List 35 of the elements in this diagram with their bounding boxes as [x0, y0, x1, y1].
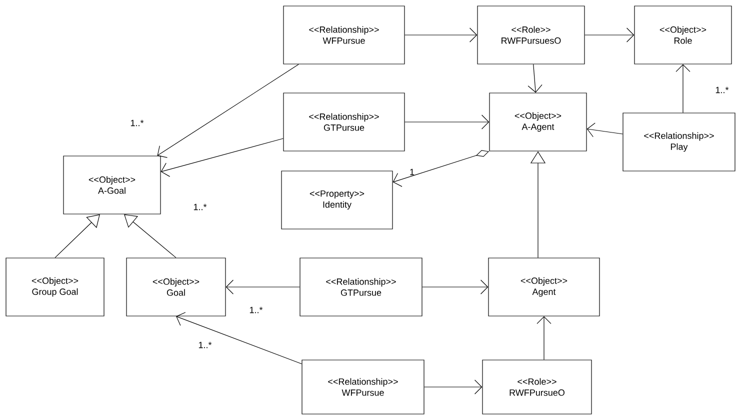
arrow	[404, 28, 478, 42]
multiplicity-label: 1..*	[716, 86, 729, 94]
arrow	[226, 280, 300, 294]
arrow	[586, 122, 623, 138]
class-box: <<Relationship>> GTPursue	[300, 258, 422, 316]
class-box: <<Property>> Identity	[281, 170, 393, 230]
class-box: <<Object>> Goal	[126, 258, 226, 316]
class-box: <<Relationship>> GTPursue	[283, 92, 405, 152]
class-box: <<Relationship>> WFPursue	[302, 360, 424, 414]
arrow	[422, 280, 488, 294]
class-box: <<Object>> Group Goal	[6, 258, 104, 316]
multiplicity-label: 1..*	[250, 306, 263, 314]
multiplicity-label: 1..*	[194, 204, 207, 210]
multiplicity-label: 1	[410, 168, 414, 176]
class-box: <<Object>> A-Agent	[489, 92, 587, 152]
class-box: <<Role>> RWFPursuesO	[477, 6, 585, 64]
class-box: <<Relationship>> WFPursue	[283, 6, 405, 64]
class-box: <<Role>> RWFPursueO	[482, 360, 592, 414]
arrow	[160, 138, 284, 177]
arrow	[157, 64, 300, 158]
arrow	[54, 214, 100, 258]
multiplicity-label: 1..*	[198, 342, 212, 348]
arrow	[424, 380, 482, 394]
class-box: <<Object>> Agent	[488, 258, 600, 316]
arrow	[176, 312, 302, 364]
arrow	[536, 316, 552, 360]
class-box: <<Object>> Role	[634, 6, 732, 64]
arrow	[528, 64, 542, 93]
arrow	[584, 28, 634, 42]
arrow	[124, 214, 176, 258]
arrow	[676, 64, 690, 113]
class-box: <<Relationship>> Play	[622, 112, 736, 172]
arrow	[404, 114, 490, 130]
class-box: <<Object>> A-Goal	[63, 156, 161, 214]
multiplicity-label: 1..*	[130, 120, 144, 126]
